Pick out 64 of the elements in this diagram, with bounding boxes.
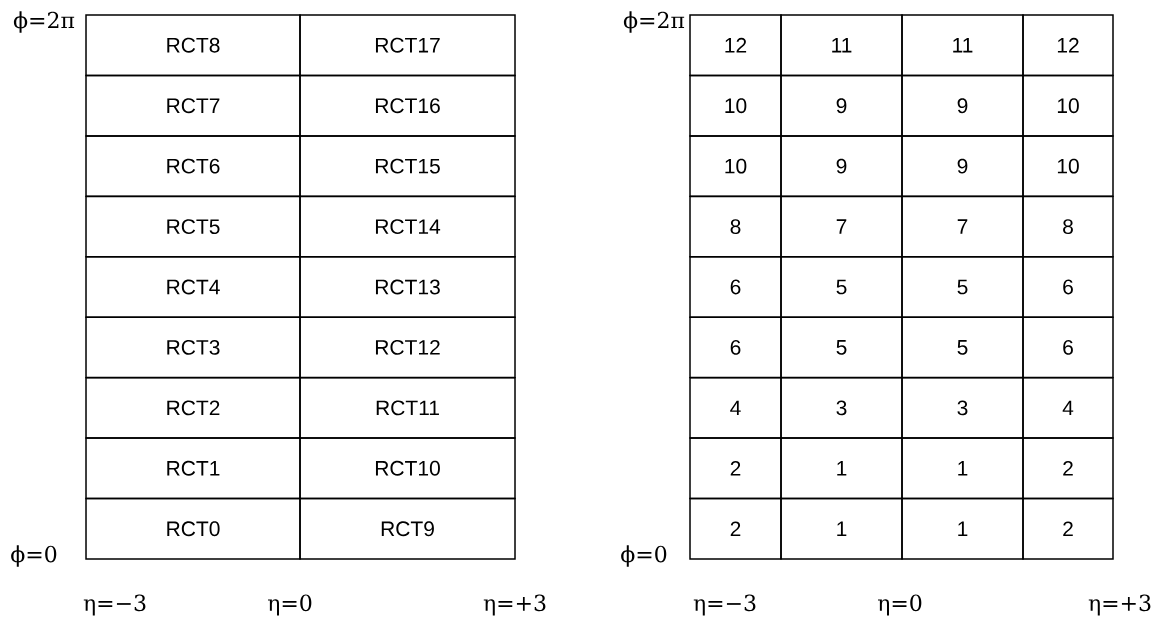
table-cell: 2 [1022, 437, 1114, 500]
table-cell: RCT14 [299, 195, 516, 258]
table-cell: RCT17 [299, 14, 516, 77]
axis-label: η=−3 [83, 594, 146, 616]
table-cell: 9 [901, 135, 1024, 198]
table-cell: 8 [689, 195, 782, 258]
table-cell: 8 [1022, 195, 1114, 258]
table-cell: 7 [901, 195, 1024, 258]
table-cell: RCT13 [299, 256, 516, 318]
axis-label: η=0 [878, 594, 922, 616]
table-cell: RCT5 [85, 195, 301, 258]
table-cell: RCT2 [85, 376, 301, 439]
table-cell: 5 [780, 256, 903, 318]
axis-label: η=+3 [483, 594, 546, 616]
table-cell: RCT10 [299, 437, 516, 500]
table-cell: 10 [1022, 135, 1114, 198]
table-cell: 2 [689, 437, 782, 500]
table-cell: RCT12 [299, 316, 516, 379]
table-cell: 10 [689, 74, 782, 137]
table-cell: 1 [901, 437, 1024, 500]
table-cell: 12 [1022, 14, 1114, 77]
axis-label: ϕ=2π [13, 11, 75, 33]
table-cell: 4 [1022, 376, 1114, 439]
table-cell: RCT0 [85, 497, 301, 560]
table-cell: 6 [1022, 316, 1114, 379]
table-cell: 6 [1022, 256, 1114, 318]
table-cell: 9 [901, 74, 1024, 137]
table-cell: 11 [901, 14, 1024, 77]
table-cell: 6 [689, 256, 782, 318]
table-cell: 1 [780, 497, 903, 560]
axis-label: ϕ=2π [623, 11, 685, 33]
table-cell: RCT7 [85, 74, 301, 137]
axis-label: ϕ=0 [621, 545, 667, 567]
table-cell: RCT16 [299, 74, 516, 137]
table-cell: RCT3 [85, 316, 301, 379]
table-cell: RCT9 [299, 497, 516, 560]
table-cell: 2 [689, 497, 782, 560]
table-cell: RCT4 [85, 256, 301, 318]
table-cell: RCT6 [85, 135, 301, 198]
table-cell: 4 [689, 376, 782, 439]
table-cell: 5 [901, 256, 1024, 318]
table-cell: 1 [780, 437, 903, 500]
axis-label: η=−3 [693, 594, 756, 616]
table-cell: 10 [689, 135, 782, 198]
table-cell: 7 [780, 195, 903, 258]
table-cell: RCT8 [85, 14, 301, 77]
table-cell: 6 [689, 316, 782, 379]
table-cell: RCT11 [299, 376, 516, 439]
table-cell: 12 [689, 14, 782, 77]
table-cell: 1 [901, 497, 1024, 560]
table-cell: RCT15 [299, 135, 516, 198]
table-cell: 10 [1022, 74, 1114, 137]
axis-label: ϕ=0 [11, 545, 57, 567]
axis-label: η=0 [268, 594, 312, 616]
table-cell: 11 [780, 14, 903, 77]
table-cell: 9 [780, 135, 903, 198]
axis-label: η=+3 [1088, 594, 1151, 616]
table-cell: 3 [780, 376, 903, 439]
table-cell: 9 [780, 74, 903, 137]
table-cell: 5 [901, 316, 1024, 379]
table-cell: 3 [901, 376, 1024, 439]
table-cell: 5 [780, 316, 903, 379]
table-cell: RCT1 [85, 437, 301, 500]
table-cell: 2 [1022, 497, 1114, 560]
